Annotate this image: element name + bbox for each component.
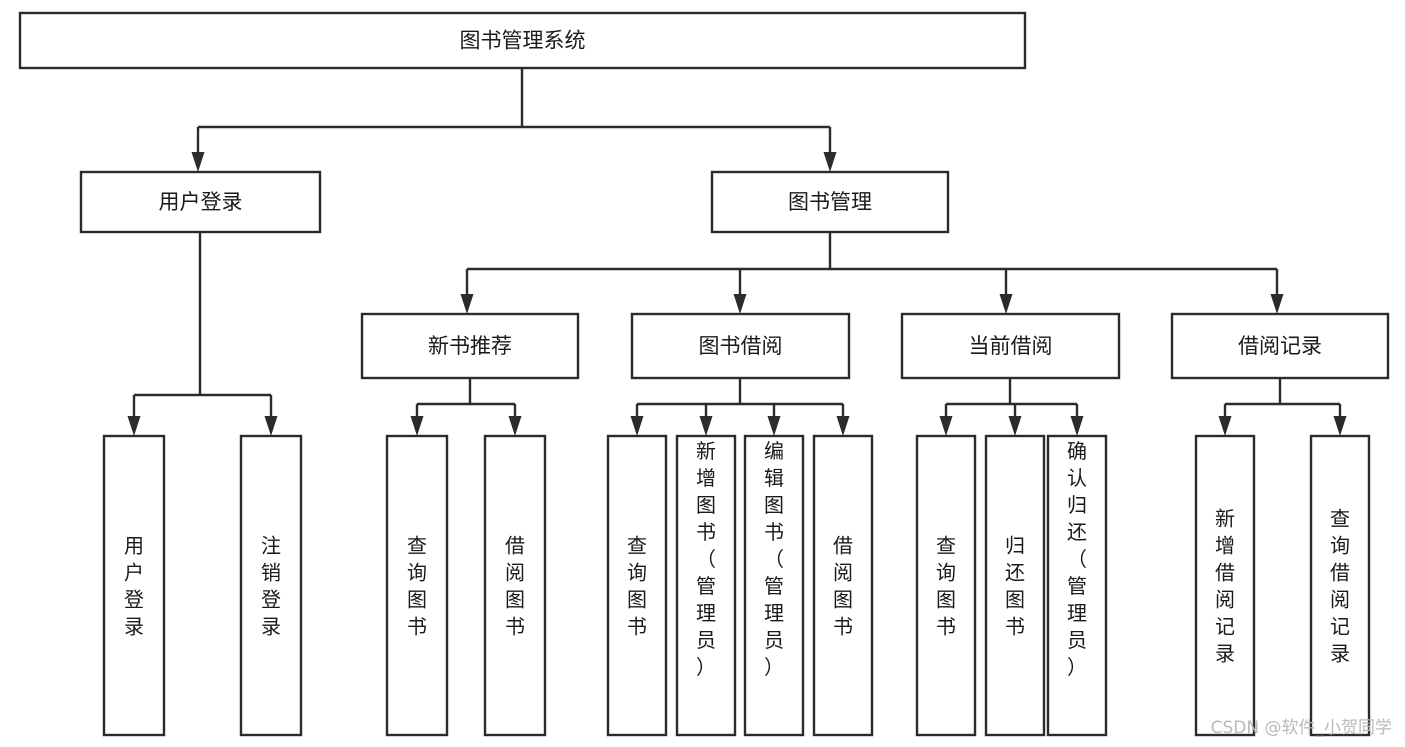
connector-login-drop-arrow-1 — [264, 416, 278, 436]
node-root-0[interactable]: 图书管理系统 — [18, 11, 1027, 70]
node-label-查询借阅记录: 查询借阅记录 — [1330, 507, 1350, 666]
node-layer: 图书管理系统用户登录图书管理新书推荐图书借阅当前借阅借阅记录用户登录注销登录查询… — [18, 11, 1390, 737]
connector-login-drop-arrow-0 — [127, 416, 141, 436]
connector-borrow-drop-arrow-0 — [630, 416, 644, 436]
node-label-新增借阅记录: 新增借阅记录 — [1215, 507, 1235, 666]
connector-record-drop-arrow-0 — [1218, 416, 1232, 436]
node-box-level3-2[interactable] — [900, 312, 1121, 380]
connector-bookmgmt-drop-arrow-0 — [460, 294, 474, 314]
node-leaf-1[interactable]: 注销登录 — [239, 434, 303, 737]
connector-newbook-drop-arrow-1 — [508, 416, 522, 436]
node-level3-2[interactable]: 当前借阅 — [900, 312, 1121, 380]
node-box-leaf-1[interactable] — [239, 434, 303, 737]
node-box-level2-0[interactable] — [79, 170, 322, 234]
node-box-leaf-3[interactable] — [483, 434, 547, 737]
connector-current-drop-arrow-2 — [1070, 416, 1084, 436]
connector-layer — [127, 68, 1347, 436]
connector-root-drop-arrow-1 — [823, 152, 837, 172]
node-label-借阅图书: 借阅图书 — [505, 534, 525, 639]
node-leaf-6[interactable]: 编辑图书（管理员） — [743, 434, 805, 737]
node-label-新书推荐: 新书推荐 — [428, 334, 512, 358]
node-label-编辑图书管理员: 编辑图书（管理员） — [764, 439, 784, 679]
node-label-查询图书: 查询图书 — [407, 534, 427, 639]
node-box-leaf-5[interactable] — [675, 434, 737, 737]
node-label-借阅记录: 借阅记录 — [1238, 334, 1322, 358]
node-box-leaf-6[interactable] — [743, 434, 805, 737]
node-box-leaf-10[interactable] — [1046, 434, 1108, 737]
connector-bookmgmt-drop-arrow-3 — [1270, 294, 1284, 314]
node-label-新增图书管理员: 新增图书（管理员） — [696, 439, 716, 679]
node-leaf-5[interactable]: 新增图书（管理员） — [675, 434, 737, 737]
node-label-注销登录: 注销登录 — [261, 534, 281, 639]
node-leaf-12[interactable]: 查询借阅记录 — [1309, 434, 1371, 737]
connector-record-drop-arrow-1 — [1333, 416, 1347, 436]
node-label-当前借阅: 当前借阅 — [969, 334, 1053, 358]
node-level3-3[interactable]: 借阅记录 — [1170, 312, 1390, 380]
node-label-查询图书: 查询图书 — [627, 534, 647, 639]
node-label-图书管理系统: 图书管理系统 — [460, 29, 586, 53]
node-leaf-9[interactable]: 归还图书 — [984, 434, 1046, 737]
node-leaf-4[interactable]: 查询图书 — [606, 434, 668, 737]
node-leaf-10[interactable]: 确认归还（管理员） — [1046, 434, 1108, 737]
node-box-leaf-7[interactable] — [812, 434, 874, 737]
node-box-leaf-4[interactable] — [606, 434, 668, 737]
connector-current-drop-arrow-1 — [1008, 416, 1022, 436]
connector-borrow-drop-arrow-1 — [699, 416, 713, 436]
node-box-level3-1[interactable] — [630, 312, 851, 380]
connector-newbook-drop-arrow-0 — [410, 416, 424, 436]
node-label-用户登录: 用户登录 — [124, 534, 144, 639]
node-label-借阅图书: 借阅图书 — [833, 534, 853, 639]
csdn-watermark: CSDN @软件_小贺同学 — [1211, 718, 1392, 738]
node-level2-1[interactable]: 图书管理 — [710, 170, 950, 234]
connector-root-drop-arrow-0 — [191, 152, 205, 172]
node-box-leaf-12[interactable] — [1309, 434, 1371, 737]
node-box-root-0[interactable] — [18, 11, 1027, 70]
node-leaf-8[interactable]: 查询图书 — [915, 434, 977, 737]
connector-current-drop-arrow-0 — [939, 416, 953, 436]
node-box-level3-3[interactable] — [1170, 312, 1390, 380]
connector-bookmgmt-drop-arrow-2 — [999, 294, 1013, 314]
node-level2-0[interactable]: 用户登录 — [79, 170, 322, 234]
node-label-确认归还管理员: 确认归还（管理员） — [1067, 439, 1087, 679]
node-box-leaf-0[interactable] — [102, 434, 166, 737]
node-box-leaf-8[interactable] — [915, 434, 977, 737]
node-label-图书管理: 图书管理 — [788, 190, 872, 214]
node-box-leaf-9[interactable] — [984, 434, 1046, 737]
node-label-用户登录: 用户登录 — [159, 190, 243, 214]
node-box-leaf-11[interactable] — [1194, 434, 1256, 737]
connector-bookmgmt-drop-arrow-1 — [733, 294, 747, 314]
node-level3-1[interactable]: 图书借阅 — [630, 312, 851, 380]
node-label-查询图书: 查询图书 — [936, 534, 956, 639]
node-leaf-2[interactable]: 查询图书 — [385, 434, 449, 737]
node-leaf-7[interactable]: 借阅图书 — [812, 434, 874, 737]
node-label-图书借阅: 图书借阅 — [699, 334, 783, 358]
node-label-归还图书: 归还图书 — [1005, 534, 1025, 639]
node-leaf-3[interactable]: 借阅图书 — [483, 434, 547, 737]
node-box-level2-1[interactable] — [710, 170, 950, 234]
node-leaf-0[interactable]: 用户登录 — [102, 434, 166, 737]
node-box-level3-0[interactable] — [360, 312, 580, 380]
node-level3-0[interactable]: 新书推荐 — [360, 312, 580, 380]
node-box-leaf-2[interactable] — [385, 434, 449, 737]
connector-borrow-drop-arrow-3 — [836, 416, 850, 436]
node-leaf-11[interactable]: 新增借阅记录 — [1194, 434, 1256, 737]
connector-borrow-drop-arrow-2 — [767, 416, 781, 436]
